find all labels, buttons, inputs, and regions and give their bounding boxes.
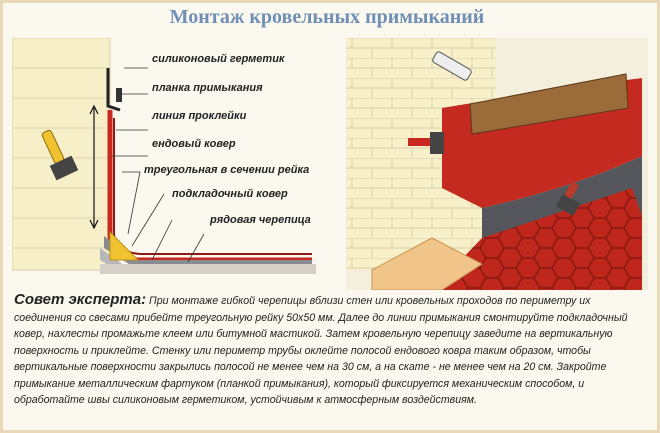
label-underlay-carpet: подкладочный ковер xyxy=(172,188,288,200)
expert-advice: Совет эксперта: При монтаже гибкой череп… xyxy=(14,291,644,409)
label-row-shingles: рядовая черепица xyxy=(210,214,311,226)
roof-junction-illustration xyxy=(11,37,648,291)
roof-deck xyxy=(100,264,316,274)
label-silicone-sealant: силиконовый герметик xyxy=(152,53,285,65)
triangular-rail-3d xyxy=(371,237,483,291)
valley-carpet-layer xyxy=(107,110,312,263)
page-title: Монтаж кровельных примыканий xyxy=(169,6,485,28)
flashing-strip xyxy=(106,68,121,112)
flashing-strip-3d xyxy=(469,73,629,135)
brush-icon xyxy=(408,132,444,154)
label-valley-carpet: ендовый ковер xyxy=(152,138,236,150)
advice-heading: Совет эксперта: xyxy=(14,291,147,308)
label-triangular-rail: треугольная в сечении рейка xyxy=(144,164,310,176)
cross-section-diagram xyxy=(11,37,316,274)
advice-text: При монтаже гибкой черепицы вблизи стен … xyxy=(14,295,628,406)
brush-icon xyxy=(41,129,79,181)
underlay-carpet-layer xyxy=(104,236,312,266)
leader-lines xyxy=(112,67,205,263)
fixing-screw xyxy=(116,88,122,102)
brush-icon xyxy=(555,181,581,217)
roof-junction-figure: силиконовый герметик планка примыкания л… xyxy=(11,37,648,291)
label-flashing-strip: планка примыкания xyxy=(152,82,263,94)
perspective-illustration xyxy=(346,38,648,291)
hexagonal-shingles xyxy=(432,188,642,290)
label-glue-line: линия проклейки xyxy=(152,110,247,122)
silicone-tube-icon xyxy=(432,51,472,81)
triangular-rail xyxy=(109,230,140,261)
